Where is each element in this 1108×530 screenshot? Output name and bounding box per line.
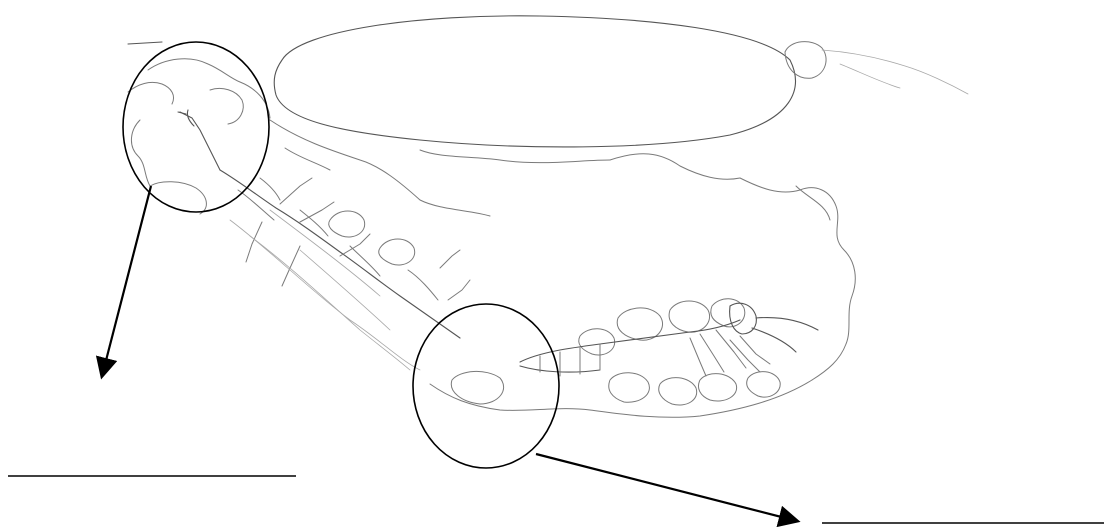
insect-drawing — [178, 110, 470, 370]
upper-stone — [274, 16, 795, 147]
callout-circle-left — [123, 42, 269, 212]
callout-circle-right — [413, 304, 559, 468]
arrow-to-left-label — [102, 186, 151, 376]
arrow-to-right-label — [536, 454, 797, 521]
